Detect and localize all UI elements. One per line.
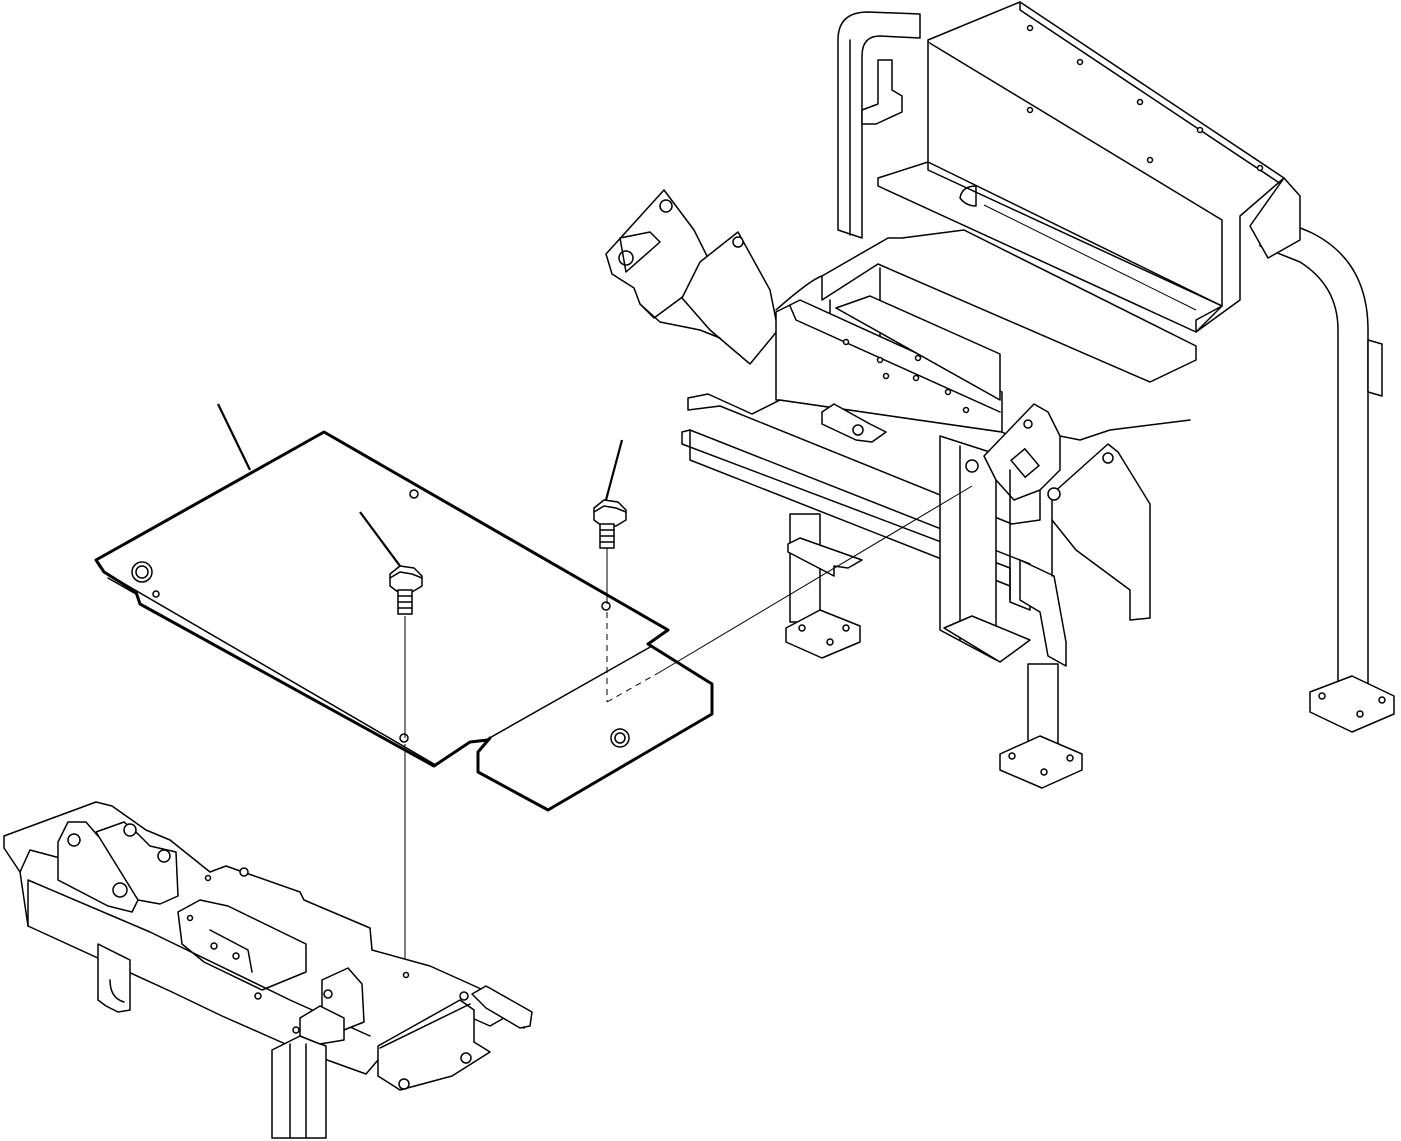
rear-arch-tube [837, 11, 921, 239]
right-arch-tube [1259, 211, 1369, 691]
seat-stand-frame [605, 1, 1395, 789]
leader-line-bolt-left [359, 511, 401, 567]
lower-frame-post [271, 1035, 327, 1139]
floor-plate [94, 430, 714, 812]
left-front-leg [789, 513, 821, 623]
leader-line-floor-plate [217, 403, 251, 471]
left-clevis-bracket [605, 189, 711, 319]
alignment-line [659, 485, 973, 673]
bolt-left [389, 565, 423, 615]
bolt-right [593, 499, 627, 549]
leader-line-bolt-right [604, 439, 624, 501]
lower-frame-bracket [3, 801, 533, 1139]
